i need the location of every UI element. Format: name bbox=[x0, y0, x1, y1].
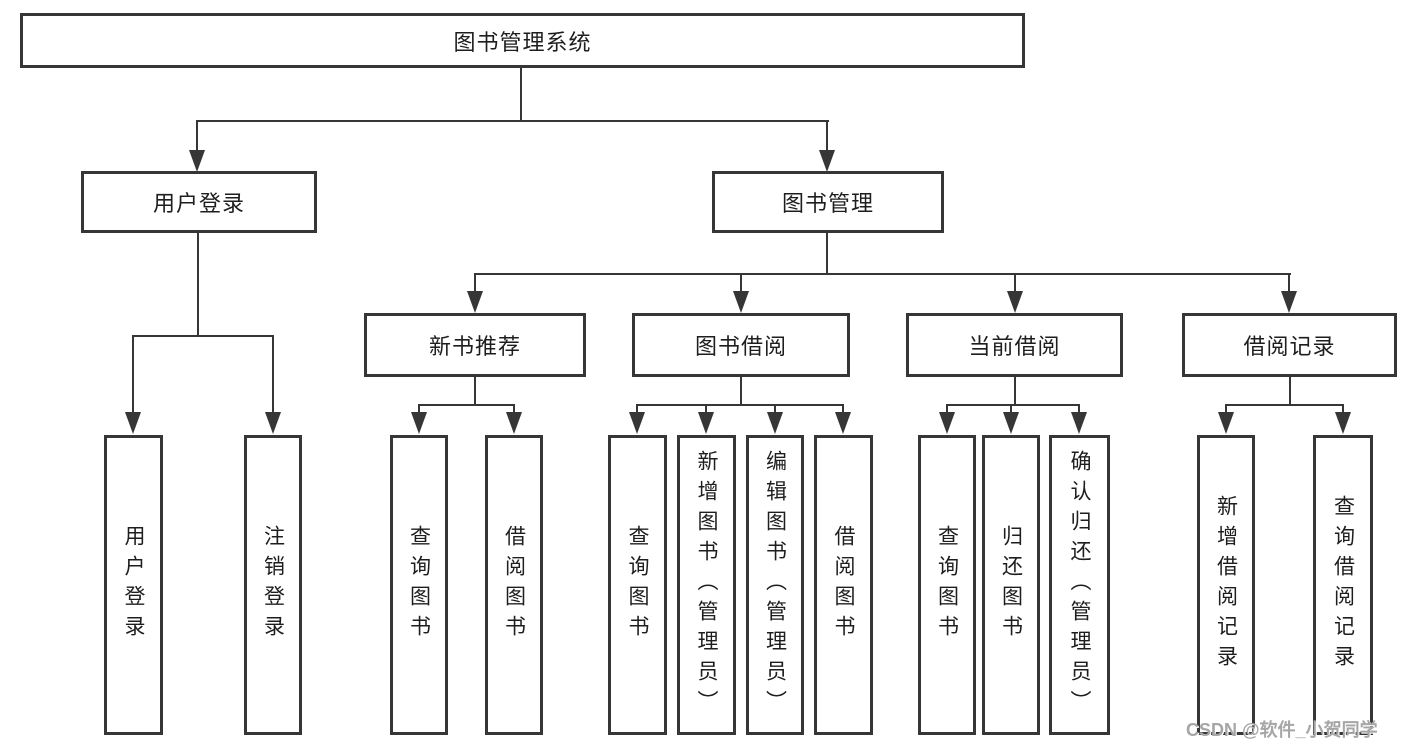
new-book-recommend-node: 新书推荐 bbox=[364, 313, 586, 377]
node-label: 用户登录 bbox=[122, 525, 145, 645]
connector-line bbox=[474, 273, 1291, 275]
arrow-down-icon bbox=[835, 412, 851, 434]
connector-line bbox=[636, 404, 844, 406]
node-label: 查询借阅记录 bbox=[1331, 495, 1355, 675]
arrow-down-icon bbox=[1335, 412, 1351, 434]
connector-line bbox=[132, 335, 274, 337]
connector-line bbox=[946, 404, 1080, 406]
connector-line bbox=[513, 404, 515, 413]
connector-line bbox=[196, 120, 198, 151]
arrow-down-icon bbox=[1281, 291, 1297, 313]
node-label: 借阅图书 bbox=[502, 525, 526, 645]
arrow-down-icon bbox=[1007, 291, 1023, 313]
arrow-down-icon bbox=[698, 412, 714, 434]
connector-line bbox=[842, 404, 844, 413]
arrow-down-icon bbox=[767, 412, 783, 434]
node-label: 当前借阅 bbox=[968, 334, 1061, 359]
system-root-node: 图书管理系统 bbox=[20, 13, 1025, 68]
leaf-query-borrow-record: 查询借阅记录 bbox=[1313, 435, 1373, 735]
node-label: 新增借阅记录 bbox=[1214, 495, 1238, 675]
node-label: 图书管理 bbox=[781, 191, 874, 216]
node-label: 借阅图书 bbox=[832, 525, 855, 645]
connector-line bbox=[636, 404, 638, 413]
connector-line bbox=[418, 404, 420, 413]
leaf-edit-book-admin: 编辑图书（管理员） bbox=[746, 435, 804, 735]
arrow-down-icon bbox=[265, 412, 281, 434]
connector-line bbox=[1342, 404, 1344, 413]
leaf-add-borrow-record: 新增借阅记录 bbox=[1197, 435, 1255, 735]
connector-line bbox=[1078, 404, 1080, 413]
node-label: 用户登录 bbox=[152, 191, 245, 216]
arrow-down-icon bbox=[411, 412, 427, 434]
leaf-return-book: 归还图书 bbox=[982, 435, 1040, 735]
connector-line bbox=[272, 335, 274, 413]
node-label: 新书推荐 bbox=[428, 334, 521, 359]
arrow-down-icon bbox=[189, 150, 205, 172]
connector-line bbox=[132, 335, 134, 413]
connector-line bbox=[1225, 404, 1344, 406]
connector-line bbox=[197, 233, 199, 335]
connector-line bbox=[418, 404, 515, 406]
arrow-down-icon bbox=[819, 150, 835, 172]
node-label: 新增图书（管理员） bbox=[695, 450, 718, 720]
node-label: 图书管理系统 bbox=[453, 29, 592, 55]
arrow-down-icon bbox=[1071, 412, 1087, 434]
leaf-query-books-borrow: 查询图书 bbox=[608, 435, 667, 735]
connector-line bbox=[1014, 377, 1016, 404]
connector-line bbox=[774, 404, 776, 413]
connector-line bbox=[474, 377, 476, 404]
leaf-borrow-books-recommend: 借阅图书 bbox=[485, 435, 543, 735]
leaf-query-books-recommend: 查询图书 bbox=[390, 435, 448, 735]
book-management-node: 图书管理 bbox=[712, 171, 944, 233]
arrow-down-icon bbox=[506, 412, 522, 434]
connector-line bbox=[1225, 404, 1227, 413]
connector-line bbox=[196, 120, 829, 122]
leaf-borrow-books: 借阅图书 bbox=[814, 435, 873, 735]
node-label: 编辑图书（管理员） bbox=[763, 450, 787, 720]
node-label: 图书借阅 bbox=[694, 334, 787, 359]
connector-line bbox=[705, 404, 707, 413]
current-borrow-node: 当前借阅 bbox=[906, 313, 1123, 377]
leaf-user-login: 用户登录 bbox=[104, 435, 163, 735]
leaf-query-books-current: 查询图书 bbox=[918, 435, 976, 735]
user-login-node: 用户登录 bbox=[81, 171, 317, 233]
borrow-record-node: 借阅记录 bbox=[1182, 313, 1397, 377]
arrow-down-icon bbox=[733, 291, 749, 313]
arrow-down-icon bbox=[467, 291, 483, 313]
connector-line bbox=[1014, 273, 1016, 293]
leaf-logout: 注销登录 bbox=[244, 435, 302, 735]
connector-line bbox=[826, 120, 828, 151]
node-label: 查询图书 bbox=[407, 525, 431, 645]
node-label: 注销登录 bbox=[261, 525, 285, 645]
node-label: 归还图书 bbox=[999, 525, 1023, 645]
node-label: 借阅记录 bbox=[1243, 334, 1336, 359]
connector-line bbox=[1010, 404, 1012, 413]
arrow-down-icon bbox=[939, 412, 955, 434]
leaf-add-book-admin: 新增图书（管理员） bbox=[677, 435, 736, 735]
node-label: 查询图书 bbox=[935, 525, 959, 645]
arrow-down-icon bbox=[1003, 412, 1019, 434]
connector-line bbox=[740, 273, 742, 293]
node-label: 查询图书 bbox=[626, 525, 649, 645]
connector-line bbox=[474, 273, 476, 293]
connector-line bbox=[1289, 377, 1291, 404]
node-label: 确认归还（管理员） bbox=[1068, 450, 1091, 720]
arrow-down-icon bbox=[1218, 412, 1234, 434]
connector-line bbox=[946, 404, 948, 413]
connector-line bbox=[520, 68, 522, 120]
leaf-confirm-return-admin: 确认归还（管理员） bbox=[1049, 435, 1110, 735]
connector-line bbox=[1288, 273, 1290, 293]
connector-line bbox=[740, 377, 742, 404]
book-borrow-node: 图书借阅 bbox=[632, 313, 850, 377]
connector-line bbox=[826, 233, 828, 273]
arrow-down-icon bbox=[125, 412, 141, 434]
watermark: CSDN @软件_小贺同学 bbox=[1186, 720, 1378, 740]
arrow-down-icon bbox=[629, 412, 645, 434]
